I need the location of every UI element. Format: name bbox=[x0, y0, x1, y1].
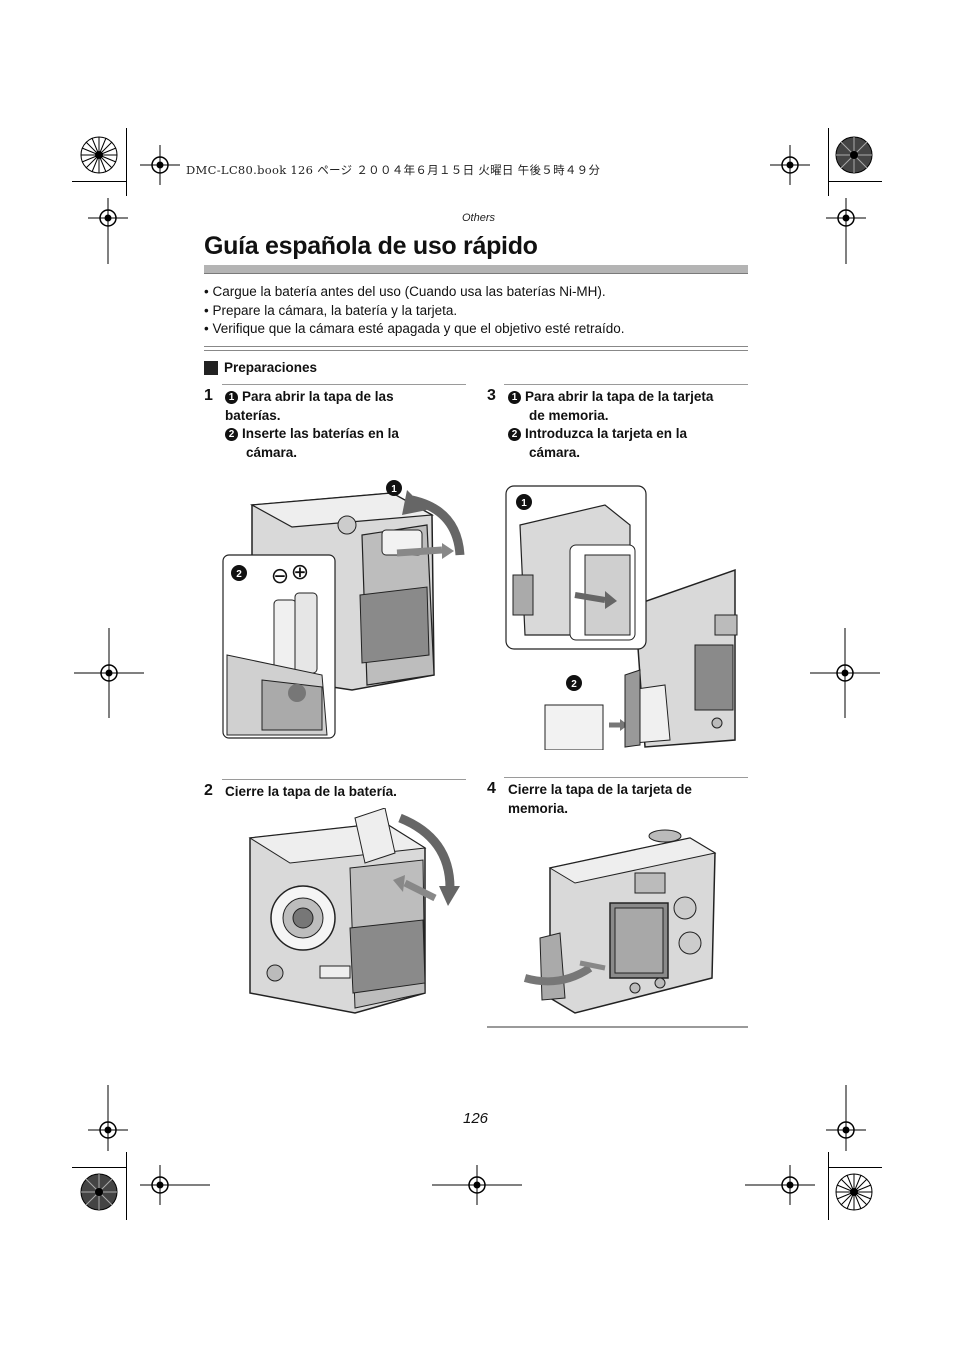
step-marker-icon: 2 bbox=[508, 428, 521, 441]
square-bullet-icon bbox=[204, 360, 218, 375]
step-number: 1 bbox=[204, 387, 213, 404]
print-header: DMC-LC80.book 126 ページ ２００４年６月１５日 火曜日 午後５… bbox=[186, 163, 601, 177]
step-divider bbox=[504, 777, 748, 778]
illustration-marker: 2 bbox=[236, 569, 242, 580]
battery-minus-icon: ⊖ bbox=[271, 564, 289, 589]
bullet-item: • Prepare la cámara, la batería y la tar… bbox=[204, 302, 458, 318]
section-tag: Others bbox=[462, 212, 496, 224]
registration-mark-icon bbox=[835, 1173, 873, 1211]
divider bbox=[204, 346, 748, 347]
crosshair-mark-icon bbox=[140, 145, 180, 185]
registration-mark-icon bbox=[835, 136, 873, 174]
step-number: 2 bbox=[204, 782, 213, 799]
battery-insertion-illustration: 1 2 ⊖ ⊕ bbox=[222, 480, 465, 739]
illustration-marker: 2 bbox=[571, 679, 577, 690]
illustration-marker: 1 bbox=[521, 498, 527, 509]
page-title: Guía española de uso rápido bbox=[204, 232, 538, 260]
preparations-label: Preparaciones bbox=[224, 360, 318, 375]
step-4-instructions: Cierre la tapa de la tarjeta de memoria. bbox=[508, 782, 692, 816]
step-divider bbox=[504, 384, 748, 385]
step-number: 3 bbox=[487, 387, 496, 404]
preparations-heading: Preparaciones bbox=[204, 360, 317, 375]
card-insertion-illustration: 1 2 bbox=[505, 485, 738, 750]
crosshair-mark-icon bbox=[826, 198, 866, 264]
battery-plus-icon: ⊕ bbox=[291, 560, 309, 585]
title-underline-bar bbox=[204, 265, 748, 274]
crosshair-mark-icon bbox=[770, 145, 810, 185]
crosshair-mark-icon bbox=[432, 1165, 522, 1205]
crosshair-mark-icon bbox=[745, 1165, 815, 1205]
bullet-item: • Cargue la batería antes del uso (Cuand… bbox=[204, 284, 606, 299]
crosshair-mark-icon bbox=[810, 628, 880, 718]
step-marker-icon: 2 bbox=[225, 428, 238, 441]
crosshair-mark-icon bbox=[140, 1165, 210, 1205]
close-card-cover-illustration bbox=[523, 829, 717, 1014]
divider bbox=[204, 350, 748, 351]
crosshair-mark-icon bbox=[826, 1085, 866, 1151]
page-number: 126 bbox=[463, 1110, 489, 1127]
step-divider bbox=[222, 779, 466, 780]
bullet-item: • Verifique que la cámara esté apagada y… bbox=[204, 321, 625, 336]
crosshair-mark-icon bbox=[88, 198, 128, 264]
step-number: 4 bbox=[487, 780, 496, 797]
step-2-instructions: Cierre la tapa de la batería. bbox=[225, 784, 397, 799]
crosshair-mark-icon bbox=[74, 628, 144, 718]
registration-mark-icon bbox=[80, 136, 118, 174]
registration-mark-icon bbox=[80, 1173, 118, 1211]
step-marker-icon: 1 bbox=[508, 391, 521, 404]
step-marker-icon: 1 bbox=[225, 391, 238, 404]
close-battery-cover-illustration bbox=[248, 808, 460, 1014]
crosshair-mark-icon bbox=[88, 1085, 128, 1151]
intro-bullet-list: • Cargue la batería antes del uso (Cuand… bbox=[204, 283, 625, 339]
step-divider bbox=[222, 384, 466, 385]
step-end-divider bbox=[487, 1026, 748, 1028]
illustration-marker: 1 bbox=[391, 484, 397, 495]
